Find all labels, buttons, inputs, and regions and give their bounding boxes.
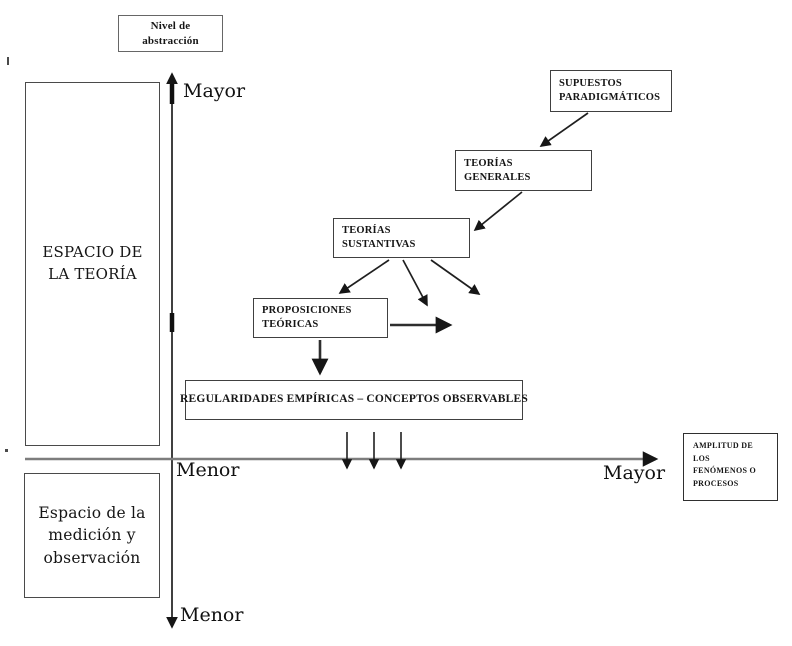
node-paradigmatic-assumptions: SUPUESTOS PARADIGMÁTICOS	[550, 70, 672, 112]
x-axis-title: AMPLITUD DE LOS FENÓMENOS O PROCESOS	[693, 441, 757, 488]
node-label: SUPUESTOS PARADIGMÁTICOS	[559, 78, 661, 103]
arrow-generales-to-sustantivas	[473, 191, 523, 232]
x-axis-left-label: Menor	[176, 459, 240, 481]
y-axis-title-box: Nivel de abstracción	[118, 15, 223, 52]
theory-space-region: ESPACIO DE LA TEORÍA	[25, 82, 160, 446]
measurement-space-region: Espacio de la medición y observación	[24, 473, 160, 598]
x-axis-title-box: AMPLITUD DE LOS FENÓMENOS O PROCESOS	[683, 433, 778, 501]
arrow-sustantivas-fan-right	[430, 259, 481, 295]
stray-tick-mark	[7, 57, 9, 65]
node-label: TEORÍAS GENERALES	[464, 157, 531, 183]
arrow-sustantivas-fan-middle	[402, 259, 428, 307]
node-theoretical-propositions: PROPOSICIONES TEÓRICAS	[253, 298, 388, 338]
node-substantive-theories: TEORÍAS SUSTANTIVAS	[333, 218, 470, 258]
y-axis-title: Nivel de abstracción	[142, 19, 199, 47]
x-axis-right-label: Mayor	[603, 462, 666, 484]
node-empirical-regularities: REGULARIDADES EMPÍRICAS – CONCEPTOS OBSE…	[180, 380, 528, 420]
y-axis-top-label: Mayor	[183, 80, 246, 102]
node-general-theories: TEORÍAS GENERALES	[455, 150, 592, 191]
stray-dot-mark	[5, 449, 8, 452]
node-label: PROPOSICIONES TEÓRICAS	[262, 305, 352, 330]
theory-space-label: ESPACIO DE LA TEORÍA	[42, 243, 143, 283]
node-label: TEORÍAS SUSTANTIVAS	[342, 225, 416, 250]
node-label: REGULARIDADES EMPÍRICAS – CONCEPTOS OBSE…	[180, 393, 528, 406]
measurement-space-label: Espacio de la medición y observación	[38, 503, 146, 567]
arrow-supuestos-to-generales	[539, 112, 589, 147]
y-axis-bottom-label: Menor	[180, 604, 244, 626]
arrow-sustantivas-to-proposiciones	[338, 259, 390, 294]
